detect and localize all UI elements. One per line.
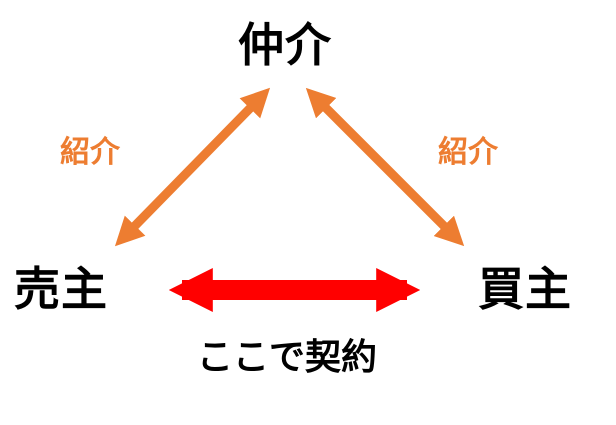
label-introduction-right: 紹介 (438, 135, 498, 170)
node-broker: 仲介 (238, 18, 332, 72)
node-seller: 売主 (14, 262, 108, 316)
label-introduction-left: 紹介 (60, 135, 120, 170)
arrow-seller-broker (114, 87, 271, 247)
label-contract: ここで契約 (197, 337, 378, 378)
arrow-broker-buyer (305, 87, 465, 247)
node-buyer: 買主 (478, 262, 572, 316)
